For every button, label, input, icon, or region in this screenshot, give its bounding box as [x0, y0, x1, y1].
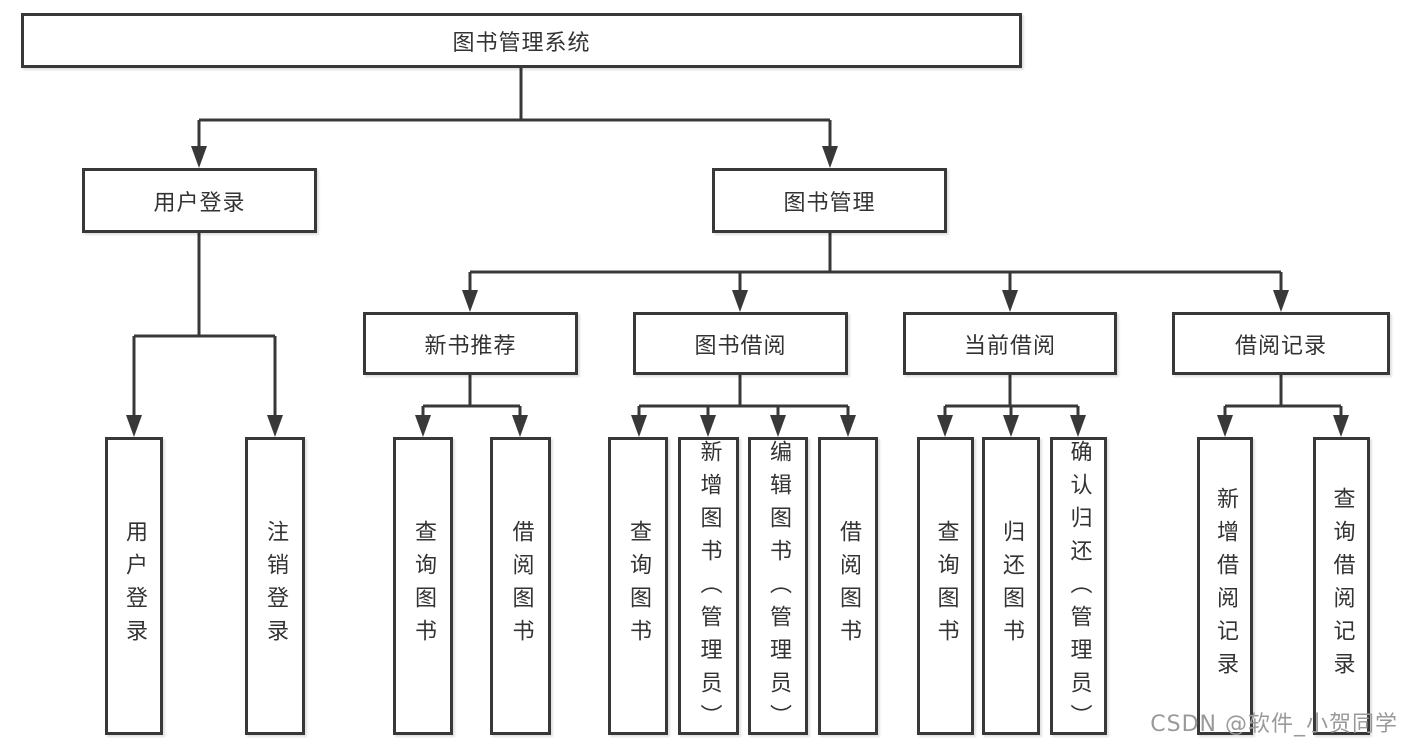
arrowhead	[631, 415, 647, 437]
connector-root-to-level2	[191, 68, 838, 168]
node-current-borrowing: 当前借阅	[903, 312, 1117, 375]
connector-borrow-records-branch	[1217, 375, 1349, 437]
arrowhead	[770, 415, 786, 437]
arrowhead	[415, 415, 431, 437]
connector-new-book-branch	[415, 375, 528, 437]
leaf-query-books-recommend: 查询图书	[393, 437, 453, 735]
node-library-management-system: 图书管理系统	[21, 13, 1022, 68]
arrowhead	[937, 415, 953, 437]
node-new-book-recommendation: 新书推荐	[363, 312, 578, 375]
csdn-watermark: CSDN @软件_小贺同学	[1150, 712, 1398, 737]
leaf-logout: 注销登录	[245, 437, 305, 735]
leaf-edit-book-admin: 编辑图书（管理员）	[748, 437, 808, 737]
arrowhead	[1333, 415, 1349, 437]
connector-book-mgmt-branch	[462, 233, 1289, 312]
leaf-borrow-books-recommend: 借阅图书	[490, 437, 551, 735]
leaf-add-borrow-record: 新增借阅记录	[1197, 437, 1253, 735]
arrowhead	[191, 146, 207, 168]
connector-book-borrow-branch	[631, 375, 856, 437]
leaf-query-borrow-record: 查询借阅记录	[1313, 437, 1370, 735]
connector-user-login-branch	[126, 233, 283, 437]
node-book-borrowing: 图书借阅	[633, 312, 848, 375]
leaf-return-book: 归还图书	[982, 437, 1040, 735]
arrowhead	[1217, 415, 1233, 437]
arrowhead	[700, 415, 716, 437]
arrowhead	[822, 146, 838, 168]
leaf-add-book-admin: 新增图书（管理员）	[678, 437, 739, 737]
leaf-query-books-borrowing: 查询图书	[608, 437, 668, 735]
leaf-borrow-books-borrowing: 借阅图书	[818, 437, 878, 735]
leaf-query-books-current: 查询图书	[917, 437, 974, 735]
node-book-management: 图书管理	[712, 168, 947, 233]
arrowhead	[840, 415, 856, 437]
arrowhead	[1273, 290, 1289, 312]
node-borrowing-records: 借阅记录	[1172, 312, 1390, 375]
arrowhead	[126, 415, 142, 437]
arrowhead	[1002, 290, 1018, 312]
node-user-login: 用户登录	[82, 168, 317, 233]
leaf-confirm-return-admin: 确认归还（管理员）	[1050, 437, 1107, 737]
arrowhead	[267, 415, 283, 437]
arrowhead	[512, 415, 528, 437]
arrowhead	[1003, 415, 1019, 437]
arrowhead	[1070, 415, 1086, 437]
arrowhead	[462, 290, 478, 312]
arrowhead	[732, 290, 748, 312]
leaf-user-login: 用户登录	[105, 437, 163, 735]
connector-current-borrow-branch	[937, 375, 1086, 437]
